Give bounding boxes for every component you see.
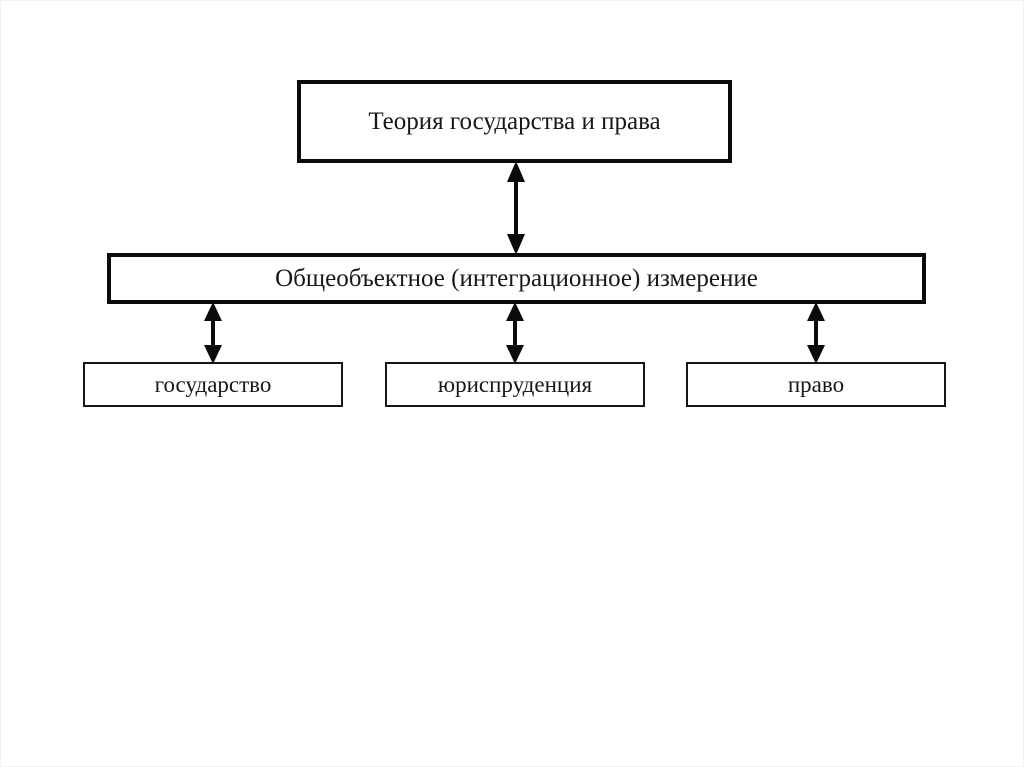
diagram-node-state-label: государство [154, 371, 272, 397]
diagram-node-law-label: право [787, 371, 845, 397]
double-headed-arrow-icon [807, 302, 825, 364]
diagram-node-root: Теория государства и права [297, 80, 732, 163]
diagram-node-law: право [686, 362, 946, 407]
double-headed-arrow-icon [507, 161, 525, 255]
connector-root-to-dimension [498, 161, 534, 255]
connector-dimension-to-state [195, 302, 231, 364]
diagram-node-dimension-label: Общеобъектное (интеграционное) измерение [275, 264, 758, 292]
diagram-node-dimension: Общеобъектное (интеграционное) измерение [107, 253, 926, 304]
connector-dimension-to-jurisprudence [497, 302, 533, 364]
diagram-node-state: государство [83, 362, 343, 407]
double-headed-arrow-icon [204, 302, 222, 364]
diagram-node-root-label: Теория государства и права [368, 107, 661, 135]
diagram-node-jurisprudence-label: юриспруденция [437, 371, 593, 397]
double-headed-arrow-icon [506, 302, 524, 364]
diagram-node-jurisprudence: юриспруденция [385, 362, 645, 407]
connector-dimension-to-law [798, 302, 834, 364]
